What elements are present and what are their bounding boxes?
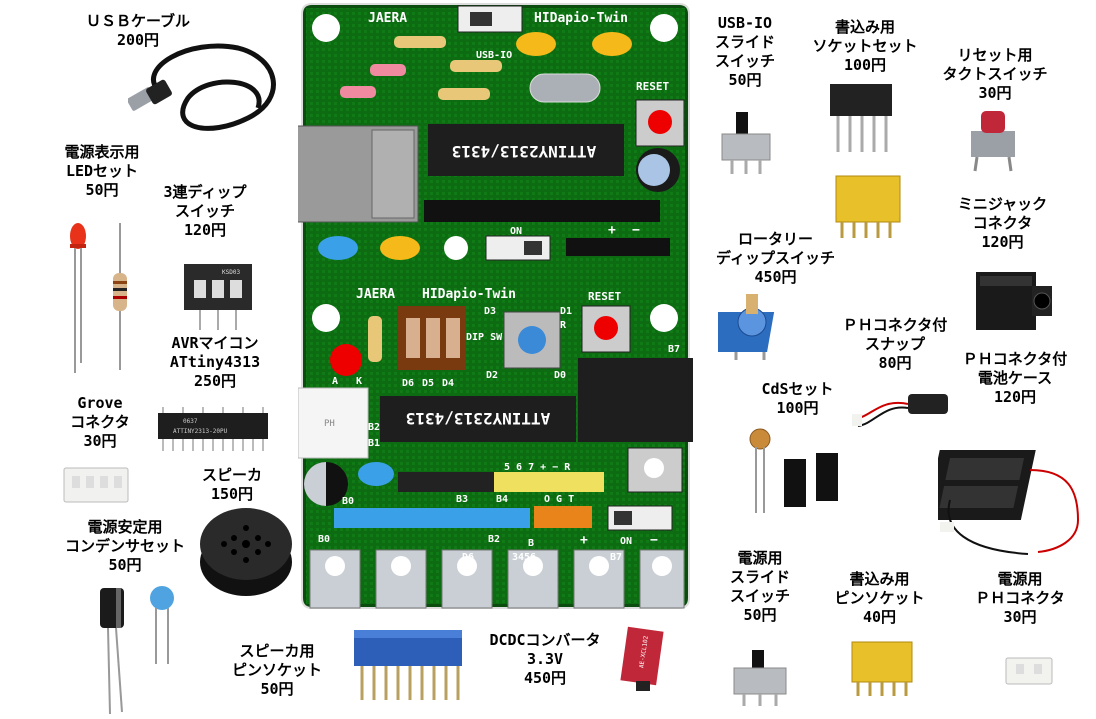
board-bottom-b7: B7 — [610, 552, 622, 563]
label-cds: CdSセット 100円 — [761, 380, 834, 417]
capacitor-image — [100, 586, 174, 715]
board-bot-brand: JAERA — [356, 287, 395, 302]
board-bottom-b2: B2 — [488, 534, 500, 545]
board-d6: D6 — [402, 378, 414, 389]
board-top-reset: RESET — [636, 80, 669, 93]
board-bottom-b: B — [528, 538, 534, 549]
board-ph: PH — [324, 419, 335, 429]
grove-connector-image — [63, 467, 129, 503]
label-usb-io-switch: USB-IO スライド スイッチ 50円 — [714, 14, 775, 89]
cds-image — [749, 428, 838, 513]
usb-cable-image — [128, 43, 276, 131]
board-top-usb: USB-IO — [476, 50, 512, 61]
board-bottom-on: ON — [620, 536, 632, 547]
ph-battery-image — [938, 450, 1080, 555]
label-reset-switch: リセット用 タクトスイッチ 30円 — [942, 46, 1048, 102]
board-b0: B0 — [342, 496, 354, 507]
board-top-chip: ATTINY2313/4313 — [452, 142, 597, 161]
pcb-board: JAERA HIDapio-Twin USB-IO RESET ATTINY23… — [298, 3, 693, 609]
label-rotary-dip: ロータリー ディップスイッチ 450円 — [716, 230, 835, 286]
usb-io-switch-image — [721, 112, 771, 174]
board-top-plus: + — [608, 223, 616, 238]
ph-connector-image — [1005, 657, 1053, 685]
label-socket-set: 書込み用 ソケットセット 100円 — [812, 18, 918, 74]
ph-snap-image — [852, 394, 948, 427]
socket-set-image — [830, 84, 901, 238]
board-bottom-plus: + — [580, 533, 588, 548]
board-top-minus: − — [632, 223, 640, 238]
board-a: A — [332, 376, 338, 387]
label-speaker-socket: スピーカ用 ピンソケット 50円 — [231, 642, 322, 698]
board-b7: B7 — [668, 344, 680, 355]
label-pin-socket: 書込み用 ピンソケット 40円 — [834, 570, 925, 626]
board-b3: B3 — [456, 494, 468, 505]
label-usb-cable: ＵＳＢケーブル 200円 — [85, 12, 191, 49]
board-top-brand: JAERA — [368, 11, 407, 26]
board-b2: B2 — [368, 422, 380, 433]
board-bottom-nums: 3456 — [512, 552, 536, 563]
board-bottom-d6: D6 — [462, 552, 474, 563]
board-b4: B4 — [496, 494, 508, 505]
label-dip-switch: 3連ディップ スイッチ 120円 — [163, 183, 247, 239]
board-top-on: ON — [510, 226, 522, 237]
board-ogt: O G T — [544, 494, 574, 505]
label-dcdc: DCDCコンバータ 3.3V 450円 — [489, 631, 601, 687]
chip-model-mark: ATTINY2313-20PU — [173, 428, 228, 435]
led-image — [70, 223, 127, 373]
board-k: K — [356, 376, 362, 387]
label-led-set: 電源表示用 LEDセット 50円 — [64, 143, 140, 199]
tact-switch-image — [971, 111, 1015, 172]
board-d0: D0 — [554, 370, 566, 381]
pin-socket-image — [851, 641, 913, 696]
label-capacitor: 電源安定用 コンデンサセット 50円 — [64, 518, 185, 574]
label-ph-connector: 電源用 ＰＨコネクタ 30円 — [975, 570, 1065, 626]
dcdc-image: AE-XCL102 — [620, 626, 664, 691]
label-avr-mcu: AVRマイコン ATtiny4313 250円 — [169, 334, 261, 390]
board-d4: D4 — [442, 378, 454, 389]
board-header-row: 5 6 7 + − R — [504, 462, 571, 473]
label-ph-battery: ＰＨコネクタ付 電池ケース 120円 — [962, 350, 1068, 406]
power-switch-image — [733, 650, 787, 706]
board-b1: B1 — [368, 438, 380, 449]
board-r: R — [560, 320, 567, 331]
label-power-switch: 電源用 スライド スイッチ 50円 — [729, 549, 790, 624]
board-d5: D5 — [422, 378, 434, 389]
board-top-model: HIDapio-Twin — [534, 11, 628, 26]
chip-code-mark: 0637 — [183, 418, 198, 425]
board-bot-model: HIDapio-Twin — [422, 287, 516, 302]
label-ph-snap: ＰＨコネクタ付 スナップ 80円 — [842, 316, 948, 372]
speaker-socket-image — [354, 630, 462, 700]
dip-brand-mark: KSD03 — [222, 269, 240, 276]
board-d2: D2 — [486, 370, 498, 381]
board-bottom-b0: B0 — [318, 534, 330, 545]
dcdc-mark: AE-XCL102 — [638, 635, 650, 669]
board-bottom-minus: − — [650, 533, 658, 548]
dip-switch-image: KSD03 — [184, 264, 252, 330]
board-dip-label: DIP SW — [466, 332, 503, 343]
rotary-dip-image — [718, 294, 775, 360]
minijack-image — [976, 272, 1052, 330]
label-grove: Grove コネクタ 30円 — [70, 394, 130, 450]
board-d1: D1 — [560, 306, 572, 317]
board-bot-reset: RESET — [588, 290, 621, 303]
avr-chip-image: 0637 ATTINY2313-20PU — [158, 407, 268, 451]
label-minijack: ミニジャック コネクタ 120円 — [957, 195, 1048, 251]
speaker-image — [200, 508, 292, 596]
label-speaker: スピーカ 150円 — [201, 466, 262, 503]
board-d3: D3 — [484, 306, 496, 317]
board-bot-chip: ATTINY2313/4313 — [406, 409, 551, 428]
